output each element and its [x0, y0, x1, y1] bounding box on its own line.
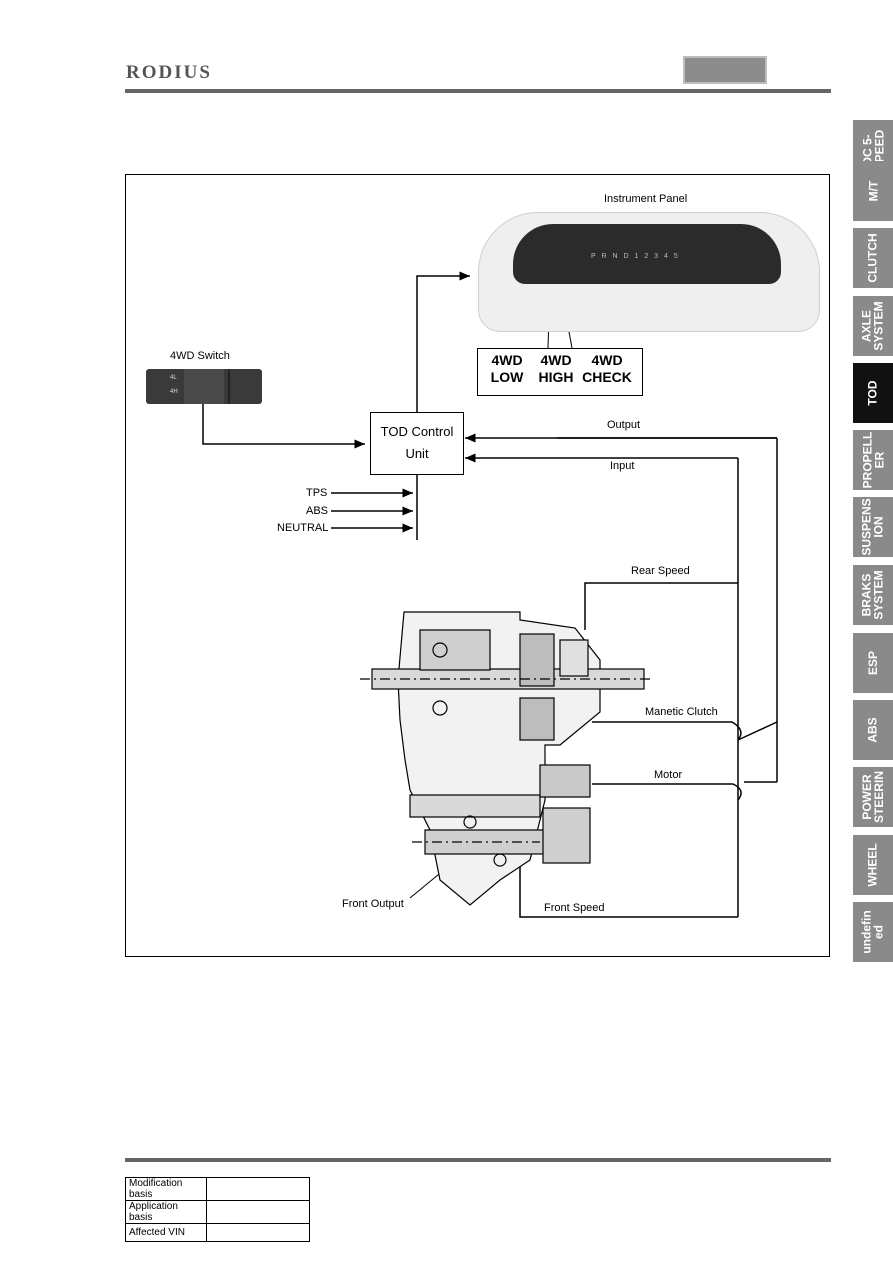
header-divider — [125, 89, 831, 93]
instrument-panel-label: Instrument Panel — [604, 193, 688, 205]
front-output-label: Front Output — [342, 898, 404, 910]
rear-speed-wire — [584, 582, 738, 630]
side-tab-10[interactable]: POWER STEERIN — [853, 767, 893, 827]
revision-table: Modification basis Application basis Aff… — [125, 1177, 310, 1242]
output-label: Output — [607, 419, 641, 431]
side-tab-8[interactable]: ESP — [853, 633, 893, 693]
wire-switch-to-tcu — [202, 404, 365, 449]
revision-value — [206, 1223, 310, 1242]
front-speed-wire — [519, 860, 738, 918]
footer-divider — [125, 1158, 831, 1162]
side-tab-1[interactable]: M/T — [853, 161, 893, 221]
front-speed-label: Front Speed — [544, 902, 605, 914]
clutch-wire — [592, 721, 778, 741]
table-row: Application basis — [125, 1200, 310, 1224]
magnetic-clutch-label: Manetic Clutch — [645, 706, 718, 718]
neutral-label: NEUTRAL — [277, 522, 329, 534]
table-row: Modification basis — [125, 1177, 310, 1201]
4wd-switch-photo: 4L 4H — [146, 369, 262, 404]
revision-value — [206, 1177, 310, 1201]
switch-label: 4WD Switch — [170, 350, 230, 362]
header-box — [683, 56, 767, 84]
wire-to-instrument-panel — [416, 271, 470, 412]
revision-label: Modification basis — [125, 1177, 207, 1201]
switch-divider — [228, 369, 230, 404]
abs-label: ABS — [306, 505, 329, 517]
revision-label: Application basis — [125, 1200, 207, 1224]
diagram-frame — [125, 174, 830, 957]
motor-label: Motor — [654, 769, 683, 781]
instrument-panel-display: P R N D 1 2 3 4 5 — [513, 224, 781, 284]
tps-label: TPS — [306, 487, 328, 499]
side-tab-2[interactable]: CLUTCH — [853, 228, 893, 288]
side-tab-11[interactable]: WHEEL — [853, 835, 893, 895]
side-tab-4[interactable]: TOD — [853, 363, 893, 423]
side-tab-7[interactable]: BRAKS SYSTEM — [853, 565, 893, 625]
transfer-case-cutaway — [360, 611, 650, 906]
gear-letters: P R N D 1 2 3 4 5 — [591, 253, 680, 260]
side-tab-9[interactable]: ABS — [853, 700, 893, 760]
motor-wire — [592, 781, 777, 801]
rear-speed-label: Rear Speed — [631, 565, 690, 577]
switch-center — [184, 369, 224, 404]
table-row: Affected VIN — [125, 1223, 310, 1242]
input-label: Input — [610, 460, 635, 472]
side-tab-5[interactable]: PROPELL ER — [853, 430, 893, 490]
side-tab-3[interactable]: AXLE SYSTEM — [853, 296, 893, 356]
revision-value — [206, 1200, 310, 1224]
side-tab-6[interactable]: SUSPENS ION — [853, 497, 893, 557]
tod-control-unit: TOD Control Unit — [370, 412, 464, 475]
brand-logo: RODIUS — [126, 62, 212, 83]
revision-label: Affected VIN — [125, 1223, 207, 1242]
side-tab-12[interactable]: undefin ed — [853, 902, 893, 962]
